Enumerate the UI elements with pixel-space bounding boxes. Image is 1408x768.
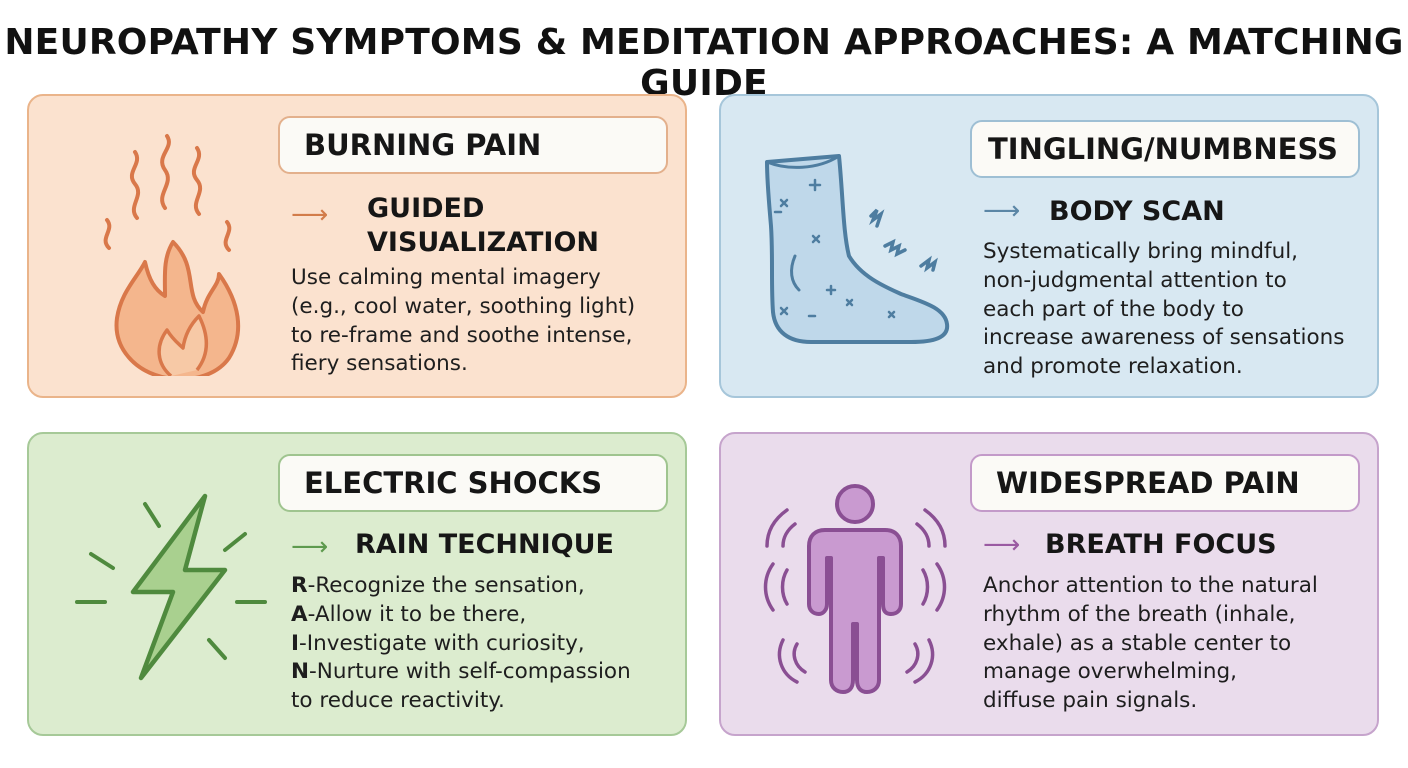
arrow-icon: ⟶: [291, 200, 329, 230]
rain-letter: I: [291, 630, 299, 656]
rain-letter: N: [291, 659, 309, 685]
approach-title: BREATH FOCUS: [1045, 528, 1277, 562]
flame-icon: [103, 134, 241, 376]
foot-icon: [765, 154, 950, 344]
approach-title-line: VISUALIZATION: [367, 227, 600, 258]
description-line: R-Recognize the sensation,: [291, 572, 631, 601]
page-title: NEUROPATHY SYMPTOMS & MEDITATION APPROAC…: [4, 22, 1404, 104]
card-electric-shocks: ELECTRIC SHOCKS ⟶ RAIN TECHNIQUE R-Recog…: [27, 432, 687, 736]
description-line: fiery sensations.: [291, 351, 468, 377]
approach-description: Use calming mental imagery (e.g., cool w…: [291, 264, 635, 379]
description-line: to re-frame and soothe intense,: [291, 322, 633, 348]
description-line: each part of the body to: [983, 296, 1244, 322]
description-line: Anchor attention to the natural: [983, 573, 1318, 598]
rain-letter: A: [291, 601, 308, 627]
description-line: to reduce reactivity.: [291, 687, 631, 716]
description-line: Systematically bring mindful,: [983, 239, 1299, 264]
rain-letter: R: [291, 573, 308, 598]
arrow-icon: ⟶: [291, 532, 329, 562]
approach-title: BODY SCAN: [1049, 195, 1225, 229]
rain-text: -Allow it to be there,: [307, 601, 527, 627]
rain-text: -Investigate with curiosity,: [299, 630, 585, 656]
description-line: non-judgmental attention to: [983, 267, 1287, 293]
approach-title: RAIN TECHNIQUE: [355, 528, 614, 562]
card-burning-pain: BURNING PAIN ⟶ GUIDED VISUALIZATION Use …: [27, 94, 687, 398]
approach-description: R-Recognize the sensation, A-Allow it to…: [291, 572, 631, 716]
symptom-label: TINGLING/NUMBNESS: [970, 120, 1360, 178]
symptom-label: ELECTRIC SHOCKS: [278, 454, 668, 512]
card-tingling-numbness: TINGLING/NUMBNESS ⟶ BODY SCAN Systematic…: [719, 94, 1379, 398]
lightning-bolt-icon: [75, 493, 267, 681]
description-line: manage overwhelming,: [983, 659, 1238, 685]
approach-title-line: BREATH FOCUS: [1045, 529, 1277, 560]
approach-description: Anchor attention to the natural rhythm o…: [983, 572, 1318, 716]
description-line: rhythm of the breath (inhale,: [983, 601, 1296, 627]
approach-title-line: RAIN TECHNIQUE: [355, 529, 614, 560]
description-line: A-Allow it to be there,: [291, 601, 631, 630]
person-radiating-icon: [763, 484, 947, 694]
approach-title: GUIDED VISUALIZATION: [367, 192, 599, 260]
rain-text: to reduce reactivity.: [291, 688, 505, 714]
rain-text: -Recognize the sensation,: [307, 573, 585, 598]
approach-description: Systematically bring mindful, non-judgme…: [983, 238, 1344, 382]
description-line: diffuse pain signals.: [983, 688, 1198, 714]
approach-title-line: GUIDED: [367, 193, 485, 224]
description-line: I-Investigate with curiosity,: [291, 630, 631, 659]
arrow-icon: ⟶: [983, 530, 1021, 560]
approach-title-line: BODY SCAN: [1049, 196, 1225, 227]
rain-text: -Nurture with self-compassion: [309, 659, 631, 685]
description-line: and promote relaxation.: [983, 354, 1243, 380]
description-line: exhale) as a stable center to: [983, 630, 1292, 656]
description-line: N-Nurture with self-compassion: [291, 658, 631, 687]
arrow-icon: ⟶: [983, 196, 1021, 226]
description-line: Use calming mental imagery: [291, 265, 601, 290]
description-line: increase awareness of sensations: [983, 325, 1345, 351]
symptom-label: WIDESPREAD PAIN: [970, 454, 1360, 512]
symptom-label: BURNING PAIN: [278, 116, 668, 174]
card-widespread-pain: WIDESPREAD PAIN ⟶ BREATH FOCUS Anchor at…: [719, 432, 1379, 736]
description-line: (e.g., cool water, soothing light): [291, 293, 636, 319]
